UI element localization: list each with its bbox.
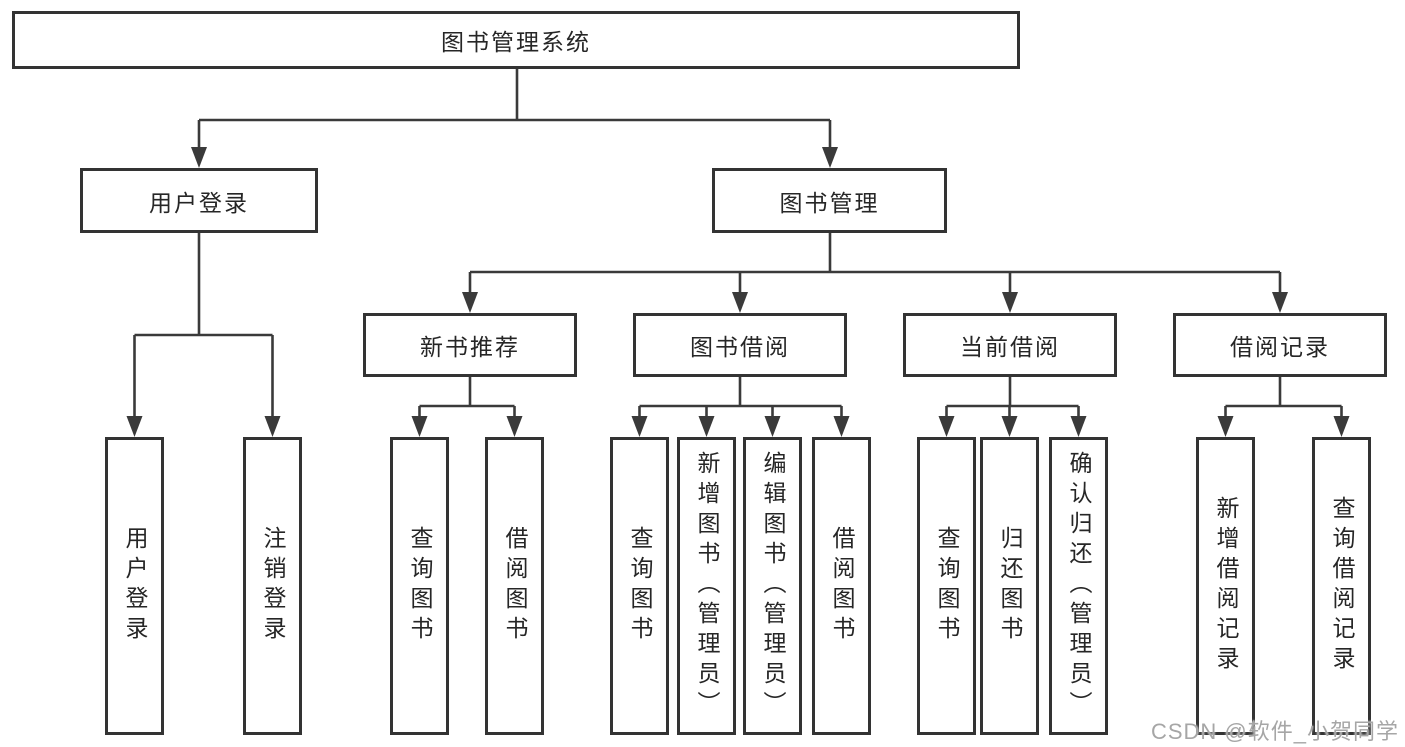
node-borrowing-add-books-admin-label: 新增图书（管理员） xyxy=(694,451,720,721)
node-records-search-record-label: 查询借阅记录 xyxy=(1329,496,1355,676)
node-borrowing-edit-books-admin-label: 编辑图书（管理员） xyxy=(760,451,786,721)
node-current-confirm-return-admin-label: 确认归还（管理员） xyxy=(1066,451,1092,721)
node-borrowing-edit-books-admin: 编辑图书（管理员） xyxy=(743,437,802,735)
node-borrowing-records: 借阅记录 xyxy=(1173,313,1387,377)
node-borrowing-borrow-books-label: 借阅图书 xyxy=(829,526,855,646)
node-current-return-books-label: 归还图书 xyxy=(997,526,1023,646)
node-recommend-borrow-books: 借阅图书 xyxy=(485,437,544,735)
node-records-search-record: 查询借阅记录 xyxy=(1312,437,1371,735)
node-book-management-label: 图书管理 xyxy=(779,189,880,216)
node-current-search-books: 查询图书 xyxy=(917,437,976,735)
node-root: 图书管理系统 xyxy=(12,11,1020,69)
node-current-confirm-return-admin: 确认归还（管理员） xyxy=(1049,437,1108,735)
csdn-watermark: CSDN @软件_小贺同学 xyxy=(1150,719,1399,744)
node-records-add-record-label: 新增借阅记录 xyxy=(1213,496,1239,676)
arrowheads xyxy=(126,147,1350,437)
node-current-return-books: 归还图书 xyxy=(980,437,1039,735)
node-new-book-recommendation-label: 新书推荐 xyxy=(420,334,520,360)
node-recommend-search-books-label: 查询图书 xyxy=(407,526,433,646)
node-borrowing-add-books-admin: 新增图书（管理员） xyxy=(677,437,736,735)
node-borrowing-search-books-label: 查询图书 xyxy=(627,526,653,646)
node-logout: 注销登录 xyxy=(243,437,302,735)
node-user-login-group: 用户登录 xyxy=(80,168,318,233)
node-book-borrowing: 图书借阅 xyxy=(633,313,847,377)
node-user-login-group-label: 用户登录 xyxy=(149,189,249,216)
node-recommend-search-books: 查询图书 xyxy=(390,437,449,735)
node-recommend-borrow-books-label: 借阅图书 xyxy=(502,526,528,646)
node-borrowing-borrow-books: 借阅图书 xyxy=(812,437,871,735)
node-user-login: 用户登录 xyxy=(105,437,164,735)
node-records-add-record: 新增借阅记录 xyxy=(1196,437,1255,735)
node-borrowing-records-label: 借阅记录 xyxy=(1230,334,1330,360)
node-logout-label: 注销登录 xyxy=(260,526,286,646)
node-current-borrowing: 当前借阅 xyxy=(903,313,1117,377)
node-borrowing-search-books: 查询图书 xyxy=(610,437,669,735)
node-current-borrowing-label: 当前借阅 xyxy=(960,334,1060,360)
node-book-management: 图书管理 xyxy=(712,168,947,233)
node-new-book-recommendation: 新书推荐 xyxy=(363,313,577,377)
node-root-label: 图书管理系统 xyxy=(441,29,591,55)
node-book-borrowing-label: 图书借阅 xyxy=(690,334,790,360)
node-user-login-label: 用户登录 xyxy=(122,526,148,646)
node-current-search-books-label: 查询图书 xyxy=(934,526,960,646)
